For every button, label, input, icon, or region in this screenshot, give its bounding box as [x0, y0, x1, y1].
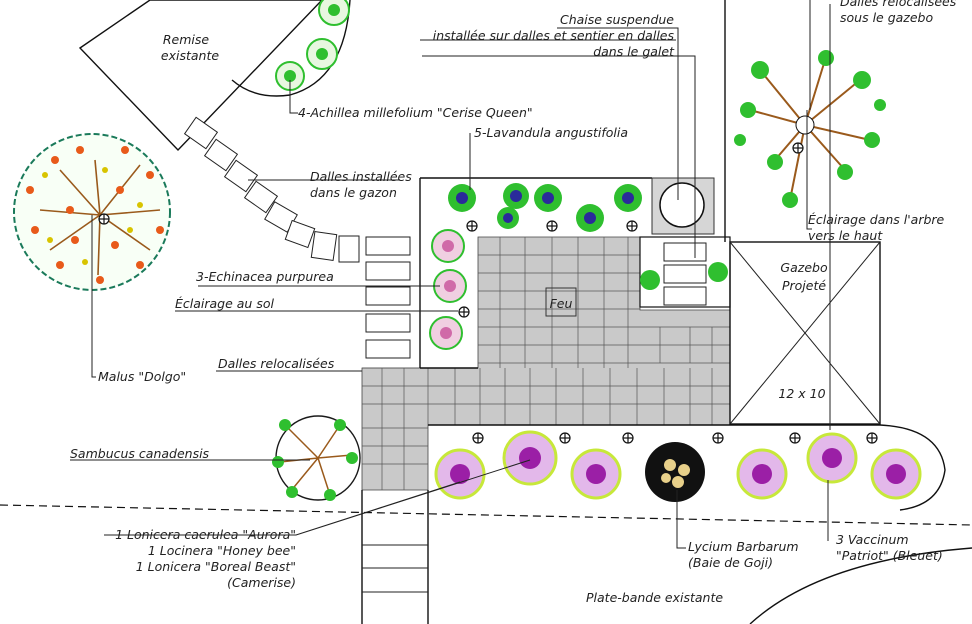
vaccinium-label-2: "Patriot" (Bleuet) [836, 548, 943, 563]
sambucus-shrub [272, 415, 361, 501]
gazebo-label-2: Projeté [782, 278, 826, 293]
slabs-lawn-label-1: Dalles installées [310, 169, 412, 184]
lawn-stepping-stones [183, 116, 411, 359]
lonicera-label-1: 1 Lonicera caerulea "Aurora" [115, 527, 296, 542]
lighting-fixtures [98, 142, 878, 444]
ground-lighting-label: Éclairage au sol [175, 296, 274, 311]
fire-pit-label: Feu [550, 296, 573, 311]
hanging-chair-label-1: Chaise suspendue [560, 12, 674, 27]
sambucus-label: Sambucus canadensis [70, 446, 210, 461]
lonicera-label-2: 1 Locinera "Honey bee" [148, 543, 296, 558]
lycium-label-2: (Baie de Goji) [688, 555, 773, 570]
lavender-bed [419, 177, 652, 369]
echinacea-label: 3-Echinacea purpurea [196, 269, 334, 284]
gazebo: Gazebo Projeté 12 x 10 [729, 241, 881, 425]
tree-lighting-label-1: Éclairage dans l'arbre [808, 212, 945, 227]
slabs-lawn-label-2: dans le gazon [310, 185, 397, 200]
existing-shed: Remise existante [78, 0, 351, 152]
relocated-slabs-label: Dalles relocalisées [218, 356, 335, 371]
gazebo-label-1: Gazebo [780, 260, 828, 275]
hanging-chair-label-3: dans le galet [593, 44, 675, 59]
achillea-label: 4-Achillea millefolium "Cerise Queen" [298, 105, 533, 120]
relocated-gazebo-label-1: Dalles relocalisées [840, 0, 957, 9]
hanging-chair-label-2: installée sur dalles et sentier en dalle… [433, 28, 675, 43]
shed-label-1: Remise [163, 32, 210, 47]
malus-label: Malus "Dolgo" [98, 369, 186, 384]
tree-lighting-label-2: vers le haut [808, 228, 883, 243]
relocated-gazebo-label-2: sous le gazebo [840, 10, 933, 25]
vaccinium-label-1: 3 Vaccinum [836, 532, 909, 547]
lonicera-label-3: 1 Lonicera "Boreal Beast" [136, 559, 296, 574]
lonicera-label-4: (Camerise) [227, 575, 296, 590]
lavandula-label: 5-Lavandula angustifolia [474, 125, 628, 140]
shed-label-2: existante [161, 48, 219, 63]
plan-labels: Chaise suspendue installée sur dalles et… [70, 0, 957, 605]
lycium-label-1: Lycium Barbarum [688, 539, 799, 554]
echinacea-plants [429, 229, 467, 350]
hanging-chair-area [639, 177, 731, 308]
existing-bed-label: Plate-bande existante [586, 590, 723, 605]
leader-lines [70, 0, 831, 549]
malus-tree [13, 133, 171, 291]
achillea-plants [275, 0, 350, 91]
gazebo-size: 12 x 10 [778, 386, 825, 401]
